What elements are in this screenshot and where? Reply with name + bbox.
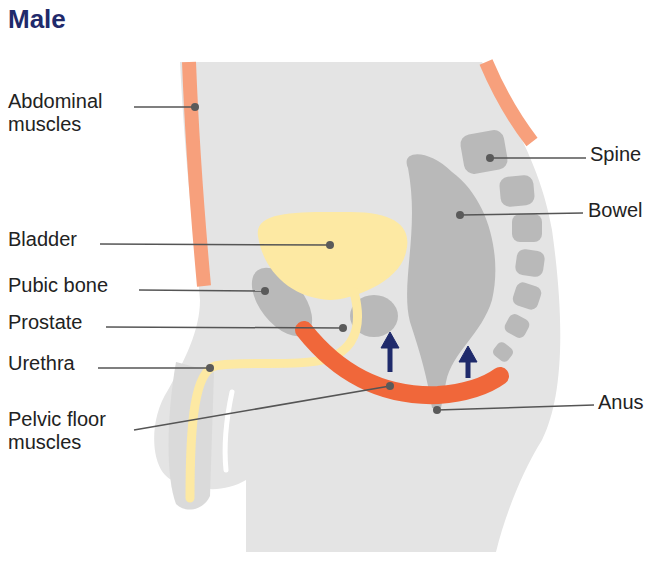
back-muscle [486, 62, 532, 142]
part-label: Pelvic floor muscles [8, 408, 132, 454]
part-label: Anus [598, 391, 644, 414]
diagram-title: Male [8, 4, 66, 35]
body-silhouette [154, 62, 560, 552]
bowel-shape [407, 154, 496, 408]
abdominal-muscle [189, 62, 204, 286]
bladder-shape [258, 212, 408, 300]
part-label: Prostate [8, 311, 82, 334]
lift-arrows [381, 332, 477, 378]
part-label: Abdominal muscles [8, 90, 130, 136]
part-label: Bladder [8, 228, 77, 251]
leader-dots [191, 103, 494, 414]
pelvic-floor-band [304, 330, 500, 395]
part-label: Pubic bone [8, 274, 108, 297]
part-label: Urethra [8, 352, 75, 375]
part-label: Spine [590, 143, 641, 166]
part-label: Bowel [588, 199, 642, 222]
leader-lines [98, 107, 594, 430]
scrotum-line [225, 392, 232, 470]
urethra-tube [190, 292, 358, 498]
